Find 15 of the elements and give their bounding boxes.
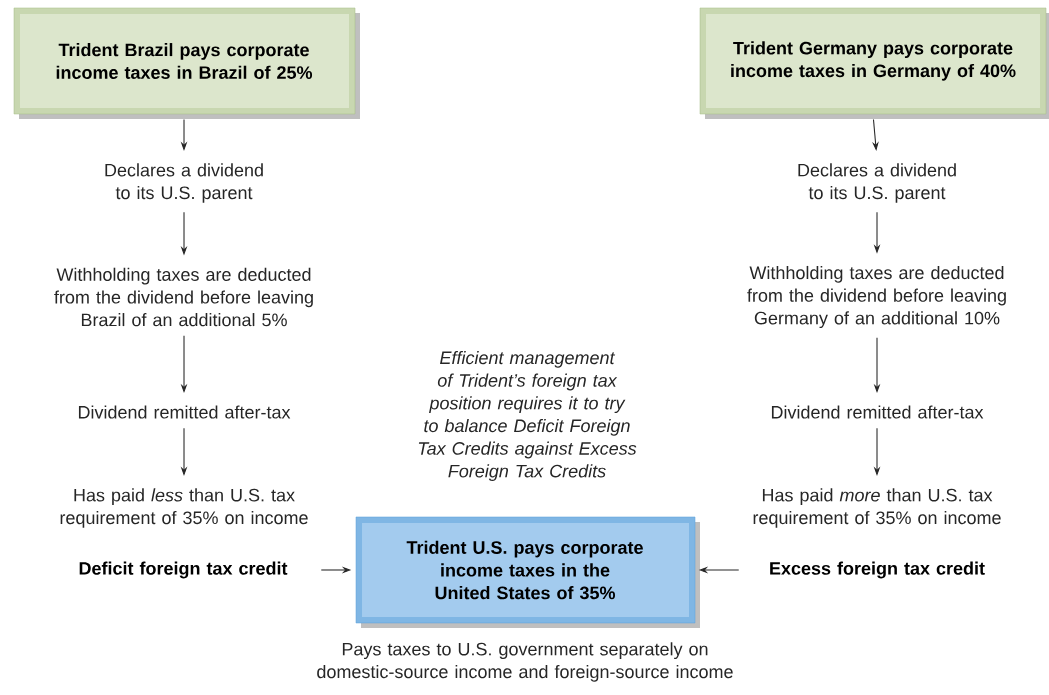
tax-box: Trident Brazil pays corporate income taxes in Brazil of 25% [13,7,360,119]
tax-box: Trident Germany pays corporate income taxes in Germany of 40% [699,7,1049,119]
credit-label: Deficit foreign tax credit [79,561,288,579]
credit-label: Excess foreign tax credit [770,561,985,579]
note-text: Pays taxes to U.S. government separately on domestic-source income and foreign-source income [317,642,733,682]
step-text: Withholding taxes are deducted from the dividend before leaving Germany of an additional 10% [747,265,1006,329]
tax-box: Trident U.S. pays corporate income taxes in the United States of 35% [355,516,700,628]
note-text: Efficient management of Trident’s foreign tax position requires it to try to balance Deficit Foreign Tax Credits against Excess Foreign Tax Credits [418,350,637,482]
step-text: Withholding taxes are deducted from the dividend before leaving Brazil of an additional 5% [54,267,313,327]
step-text: Declares a dividend to its U.S. parent [105,163,263,203]
step-text: Dividend remitted after-tax [78,405,291,419]
step-text: Has paid less than U.S. tax requirement of 35% on income [60,488,308,528]
step-text: Dividend remitted after-tax [771,405,984,419]
step-text: Has paid more than U.S. tax requirement of 35% on income [753,488,1001,528]
step-text: Declares a dividend to its U.S. parent [798,163,956,203]
